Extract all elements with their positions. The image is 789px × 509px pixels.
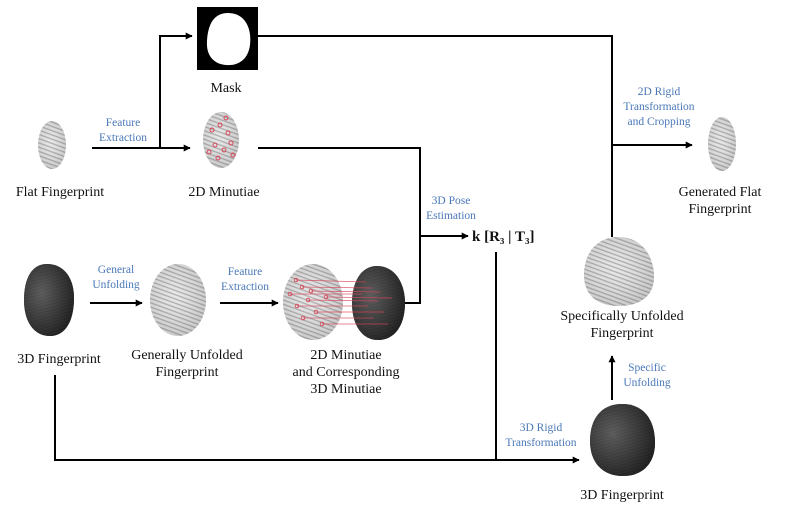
label-flat-fingerprint-line: Flat Fingerprint [16, 185, 104, 200]
mask-image [197, 7, 258, 70]
specifically-unfolded-image [584, 237, 654, 306]
label-3d-fingerprint-top-line: 3D Fingerprint [17, 352, 101, 367]
label-pose-line: k [R₃ | T₃] [472, 229, 534, 245]
generally-unfolded-image [150, 264, 206, 336]
line-3d-bottom-route [54, 375, 496, 461]
step-general-unfolding-line: General [98, 264, 134, 276]
label-3d-fingerprint-bottom-line: 3D Fingerprint [580, 488, 664, 503]
label-generally-unfolded-line: Generally Unfolded [131, 348, 243, 363]
label-pose: k [R₃ | T₃] [472, 229, 534, 245]
step-feature-extraction-2-line: Feature [228, 266, 262, 278]
generated-flat-image [708, 117, 736, 171]
fingerprint-3d-bottom-image [590, 404, 655, 476]
label-2d-minutiae: 2D Minutiae [188, 185, 259, 200]
line-minutiae-to-pose [258, 147, 421, 236]
line-mask-to-2d-rigid [258, 35, 613, 145]
label-corresponding-minutiae-line: 2D Minutiae [310, 348, 381, 363]
label-generally-unfolded-line: Fingerprint [156, 365, 219, 380]
label-specifically-unfolded-line: Specifically Unfolded [560, 309, 683, 324]
step-2d-rigid-transformation-line: 2D Rigid [638, 86, 681, 98]
flat-fingerprint-image [38, 121, 66, 169]
step-3d-rigid-transformation-line: Transformation [505, 437, 576, 449]
arrow-to-mask [159, 32, 193, 148]
step-feature-extraction-2-line: Extraction [221, 281, 269, 293]
label-3d-fingerprint-top: 3D Fingerprint [17, 352, 101, 367]
step-specific-unfolding-line: Unfolding [623, 377, 671, 389]
step-3d-rigid-transformation-line: 3D Rigid [520, 422, 563, 434]
fingerprint-3d-image [24, 264, 74, 336]
label-mask-line: Mask [210, 81, 241, 96]
step-specific-unfolding-line: Specific [628, 362, 666, 374]
label-specifically-unfolded-line: Fingerprint [591, 326, 654, 341]
step-feature-extraction-1-line: Extraction [99, 132, 147, 144]
label-corresponding-minutiae: 2D Minutiae and Corresponding 3D Minutiae [293, 348, 400, 397]
step-3d-pose-estimation-line: 3D Pose [432, 195, 471, 207]
label-generated-flat-line: Generated Flat [679, 185, 762, 200]
correspondence-image [283, 264, 405, 340]
step-feature-extraction-1-line: Feature [106, 117, 140, 129]
label-flat-fingerprint: Flat Fingerprint [16, 185, 104, 200]
label-mask: Mask [210, 81, 241, 96]
step-general-unfolding-line: Unfolding [92, 279, 140, 291]
minutiae-2d-image [203, 112, 239, 168]
label-corresponding-minutiae-line: 3D Minutiae [310, 382, 381, 397]
label-generated-flat-line: Fingerprint [689, 202, 752, 217]
line-corr-to-pose [405, 236, 421, 304]
step-2d-rigid-transformation-line: and Cropping [628, 116, 691, 128]
label-corresponding-minutiae-line: and Corresponding [293, 365, 400, 380]
step-2d-rigid-transformation-line: Transformation [623, 101, 694, 113]
label-2d-minutiae-line: 2D Minutiae [188, 185, 259, 200]
label-3d-fingerprint-bottom: 3D Fingerprint [580, 488, 664, 503]
step-3d-pose-estimation-line: Estimation [426, 210, 476, 222]
